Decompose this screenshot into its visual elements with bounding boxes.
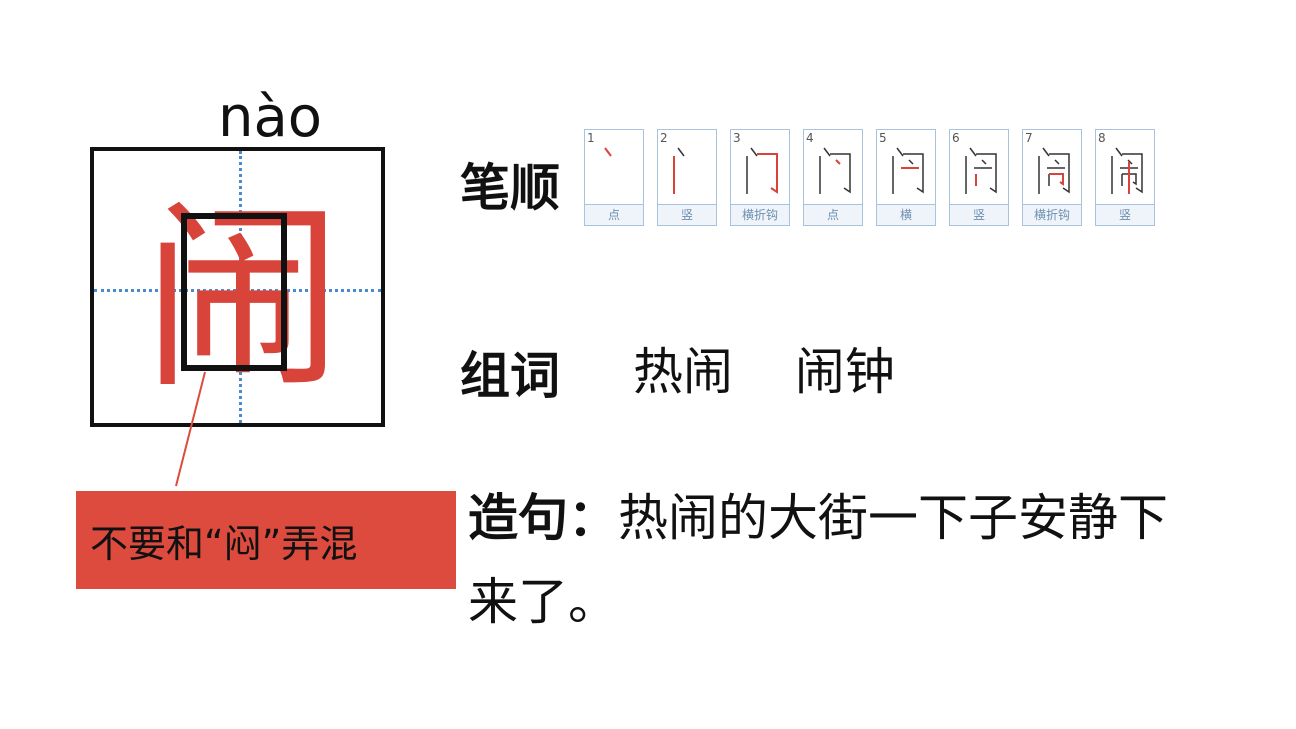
word-building-label: 组词	[460, 347, 560, 405]
tian-zi-grid	[90, 147, 385, 427]
stroke-name: 竖	[1096, 204, 1154, 225]
stroke-number: 1	[587, 131, 595, 145]
stroke-glyph-icon	[746, 147, 778, 194]
example-sentence: 造句：热闹的大街一下子安静下来了。	[468, 476, 1188, 644]
grid-vertical-guide	[239, 151, 242, 423]
stroke-number: 5	[879, 131, 887, 145]
stroke-card: 6 竖	[949, 129, 1009, 226]
sentence-text: 热闹的大街一下子安静下来了。	[468, 489, 1168, 631]
stroke-number: 7	[1025, 131, 1033, 145]
grid-horizontal-guide	[94, 289, 381, 292]
stroke-glyph-icon	[1038, 147, 1070, 194]
stroke-number: 6	[952, 131, 960, 145]
stroke-card: 7 横折钩	[1022, 129, 1082, 226]
stroke-name: 点	[804, 204, 862, 225]
stroke-number: 3	[733, 131, 741, 145]
stroke-card: 5 横	[876, 129, 936, 226]
stroke-glyph-icon	[1111, 147, 1143, 194]
word-list: 热闹 闹钟	[633, 332, 941, 404]
stroke-number: 2	[660, 131, 668, 145]
stroke-glyph-icon	[892, 147, 924, 194]
stroke-number: 4	[806, 131, 814, 145]
stroke-card: 3 横折钩	[730, 129, 790, 226]
stroke-glyph-icon	[965, 147, 997, 194]
stroke-glyph-icon	[819, 147, 851, 194]
radical-highlight-box	[181, 213, 287, 371]
stroke-name: 横折钩	[1023, 204, 1081, 225]
stroke-name: 竖	[658, 204, 716, 225]
warning-box: 不要和“闷”弄混	[76, 491, 456, 589]
stroke-name: 点	[585, 204, 643, 225]
stroke-card: 8 竖	[1095, 129, 1155, 226]
stroke-number: 8	[1098, 131, 1106, 145]
stroke-name: 竖	[950, 204, 1008, 225]
stroke-card: 1 点	[584, 129, 644, 226]
stroke-card: 4 点	[803, 129, 863, 226]
pinyin: nào	[217, 85, 323, 150]
warning-text: 不要和“闷”弄混	[90, 521, 358, 566]
stroke-glyph-icon	[604, 147, 612, 157]
stroke-glyph-icon	[673, 147, 685, 194]
word-item: 热闹	[633, 343, 733, 401]
stroke-name: 横折钩	[731, 204, 789, 225]
stroke-name: 横	[877, 204, 935, 225]
stroke-card: 2 竖	[657, 129, 717, 226]
sentence-label: 造句：	[468, 489, 618, 547]
stroke-order-label: 笔顺	[460, 159, 560, 217]
word-item: 闹钟	[794, 343, 895, 401]
